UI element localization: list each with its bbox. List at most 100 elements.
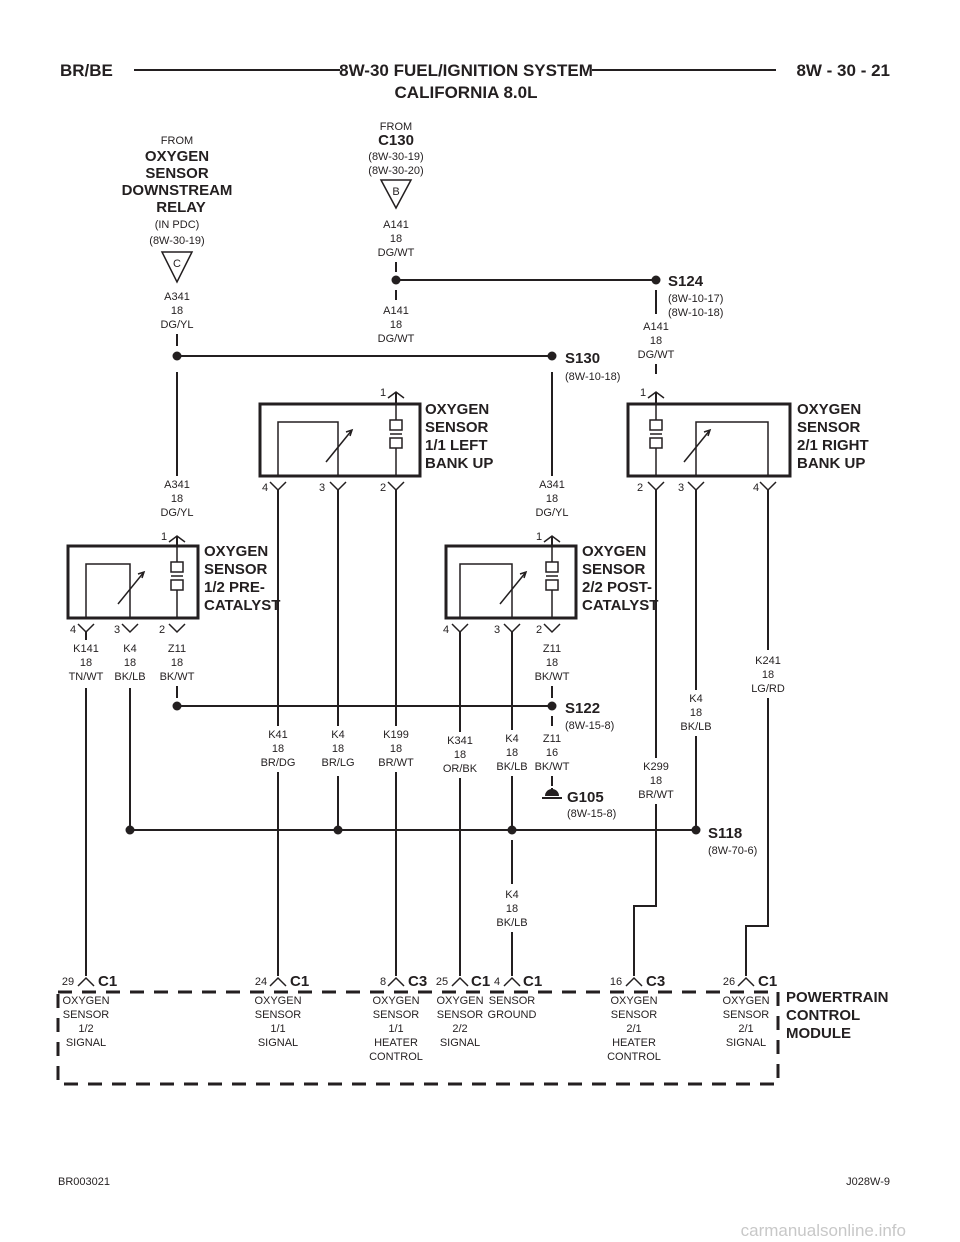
- svg-text:BR/WT: BR/WT: [638, 789, 674, 801]
- wire-label-k4-right: K4 18 BK/LB: [680, 693, 711, 733]
- splice-s124: S124: [668, 273, 704, 290]
- svg-text:4: 4: [70, 624, 76, 636]
- svg-text:OXYGEN: OXYGEN: [425, 401, 489, 418]
- svg-text:2/2: 2/2: [452, 1023, 467, 1035]
- svg-text:8: 8: [380, 976, 386, 988]
- pcm-label-3: MODULE: [786, 1025, 851, 1042]
- svg-text:OXYGEN: OXYGEN: [610, 995, 657, 1007]
- svg-text:A141: A141: [383, 219, 409, 231]
- svg-text:1/1: 1/1: [270, 1023, 285, 1035]
- footer-right: J028W-9: [846, 1176, 890, 1188]
- relay-source: FROM OXYGEN SENSOR DOWNSTREAM RELAY (IN …: [122, 135, 232, 284]
- wire-label-a141-mid: A141 18 DG/WT: [378, 305, 415, 345]
- svg-text:1: 1: [161, 531, 167, 543]
- svg-text:(8W-30-20): (8W-30-20): [368, 165, 423, 177]
- svg-text:OXYGEN: OXYGEN: [372, 995, 419, 1007]
- svg-text:1: 1: [536, 531, 542, 543]
- svg-text:18: 18: [171, 493, 183, 505]
- svg-text:18: 18: [390, 743, 402, 755]
- svg-text:(IN PDC): (IN PDC): [155, 219, 200, 231]
- svg-text:1/2 PRE-: 1/2 PRE-: [204, 579, 265, 596]
- wire-label-a141-right: A141 18 DG/WT: [638, 321, 675, 361]
- pcm-desc-4: SENSOR GROUND: [488, 995, 537, 1021]
- svg-text:18: 18: [390, 233, 402, 245]
- svg-text:BK/WT: BK/WT: [535, 761, 570, 773]
- watermark: carmanualsonline.info: [741, 1221, 906, 1240]
- wire-label-a141-top: A141 18 DG/WT: [378, 219, 415, 259]
- svg-text:SIGNAL: SIGNAL: [440, 1037, 480, 1049]
- svg-text:DG/WT: DG/WT: [378, 333, 415, 345]
- svg-text:OR/BK: OR/BK: [443, 763, 478, 775]
- svg-text:LG/RD: LG/RD: [751, 683, 785, 695]
- svg-text:26: 26: [723, 976, 735, 988]
- svg-text:18: 18: [124, 657, 136, 669]
- svg-text:18: 18: [506, 747, 518, 759]
- svg-text:Z11: Z11: [543, 733, 561, 745]
- ground-g105: G105: [567, 789, 604, 806]
- svg-text:SENSOR: SENSOR: [255, 1009, 302, 1021]
- svg-text:CATALYST: CATALYST: [582, 597, 658, 614]
- svg-text:HEATER: HEATER: [374, 1037, 418, 1049]
- svg-text:C1: C1: [523, 973, 542, 990]
- svg-text:RELAY: RELAY: [156, 199, 205, 216]
- svg-text:18: 18: [171, 657, 183, 669]
- svg-text:BR/LG: BR/LG: [321, 757, 354, 769]
- svg-text:BK/LB: BK/LB: [114, 671, 145, 683]
- svg-text:(8W-15-8): (8W-15-8): [565, 720, 614, 732]
- svg-text:C1: C1: [290, 973, 309, 990]
- svg-text:24: 24: [255, 976, 267, 988]
- svg-text:SENSOR: SENSOR: [145, 165, 209, 182]
- pcm-desc-29: OXYGEN SENSOR 1/2 SIGNAL: [62, 995, 109, 1049]
- svg-text:(8W-10-18): (8W-10-18): [668, 307, 723, 319]
- wire-label-k4-left: K4 18 BK/LB: [114, 643, 145, 683]
- svg-text:18: 18: [690, 707, 702, 719]
- header-right: 8W - 30 - 21: [796, 61, 890, 80]
- svg-text:SENSOR: SENSOR: [723, 1009, 770, 1021]
- svg-text:SIGNAL: SIGNAL: [726, 1037, 766, 1049]
- svg-text:BR/DG: BR/DG: [261, 757, 296, 769]
- svg-text:2: 2: [380, 482, 386, 494]
- svg-text:OXYGEN: OXYGEN: [204, 543, 268, 560]
- svg-text:OXYGEN: OXYGEN: [254, 995, 301, 1007]
- pcm-connector-25: 25 C1: [436, 973, 490, 990]
- svg-text:K4: K4: [331, 729, 344, 741]
- svg-text:18: 18: [762, 669, 774, 681]
- sensor-1-1-left-bank-up: 1 OXYGEN SENSOR 1/1 LEFT BANK UP 4 3 2: [258, 387, 493, 494]
- svg-text:DG/YL: DG/YL: [160, 507, 193, 519]
- wire-label-z11-ground: Z11 16 BK/WT: [535, 733, 570, 773]
- sensor-box: [626, 402, 792, 478]
- wire-label-k241: K241 18 LG/RD: [751, 655, 785, 695]
- svg-text:HEATER: HEATER: [612, 1037, 656, 1049]
- svg-text:SIGNAL: SIGNAL: [66, 1037, 106, 1049]
- svg-text:1/2: 1/2: [78, 1023, 93, 1035]
- svg-text:BANK UP: BANK UP: [425, 455, 493, 472]
- ground-icon: [542, 788, 562, 799]
- svg-text:SENSOR: SENSOR: [373, 1009, 420, 1021]
- svg-text:SENSOR: SENSOR: [489, 995, 536, 1007]
- svg-text:K199: K199: [383, 729, 409, 741]
- svg-text:2/2 POST-: 2/2 POST-: [582, 579, 652, 596]
- sensor-1-2-pre-catalyst: 1 OXYGEN SENSOR 1/2 PRE- CATALYST 4 3 2: [66, 531, 280, 636]
- wire-label-k341: K341 18 OR/BK: [443, 735, 478, 775]
- svg-text:K341: K341: [447, 735, 473, 747]
- svg-text:18: 18: [650, 335, 662, 347]
- svg-text:(8W-15-8): (8W-15-8): [567, 808, 616, 820]
- svg-text:CONTROL: CONTROL: [369, 1051, 423, 1063]
- svg-text:SENSOR: SENSOR: [797, 419, 861, 436]
- svg-text:(8W-70-6): (8W-70-6): [708, 845, 757, 857]
- splice-s130-dot: [547, 351, 557, 361]
- header-title-2: CALIFORNIA 8.0L: [395, 83, 538, 102]
- svg-text:2/1: 2/1: [738, 1023, 753, 1035]
- svg-text:K41: K41: [268, 729, 288, 741]
- svg-text:FROM: FROM: [161, 135, 193, 147]
- pcm-label-1: POWERTRAIN: [786, 989, 889, 1006]
- svg-text:(8W-10-18): (8W-10-18): [565, 371, 620, 383]
- svg-text:4: 4: [494, 976, 500, 988]
- svg-text:A141: A141: [383, 305, 409, 317]
- svg-text:18: 18: [506, 903, 518, 915]
- svg-text:OXYGEN: OXYGEN: [797, 401, 861, 418]
- wire-label-k4-mid: K4 18 BK/LB: [496, 733, 527, 773]
- svg-text:Z11: Z11: [168, 643, 186, 655]
- svg-text:29: 29: [62, 976, 74, 988]
- svg-text:18: 18: [390, 319, 402, 331]
